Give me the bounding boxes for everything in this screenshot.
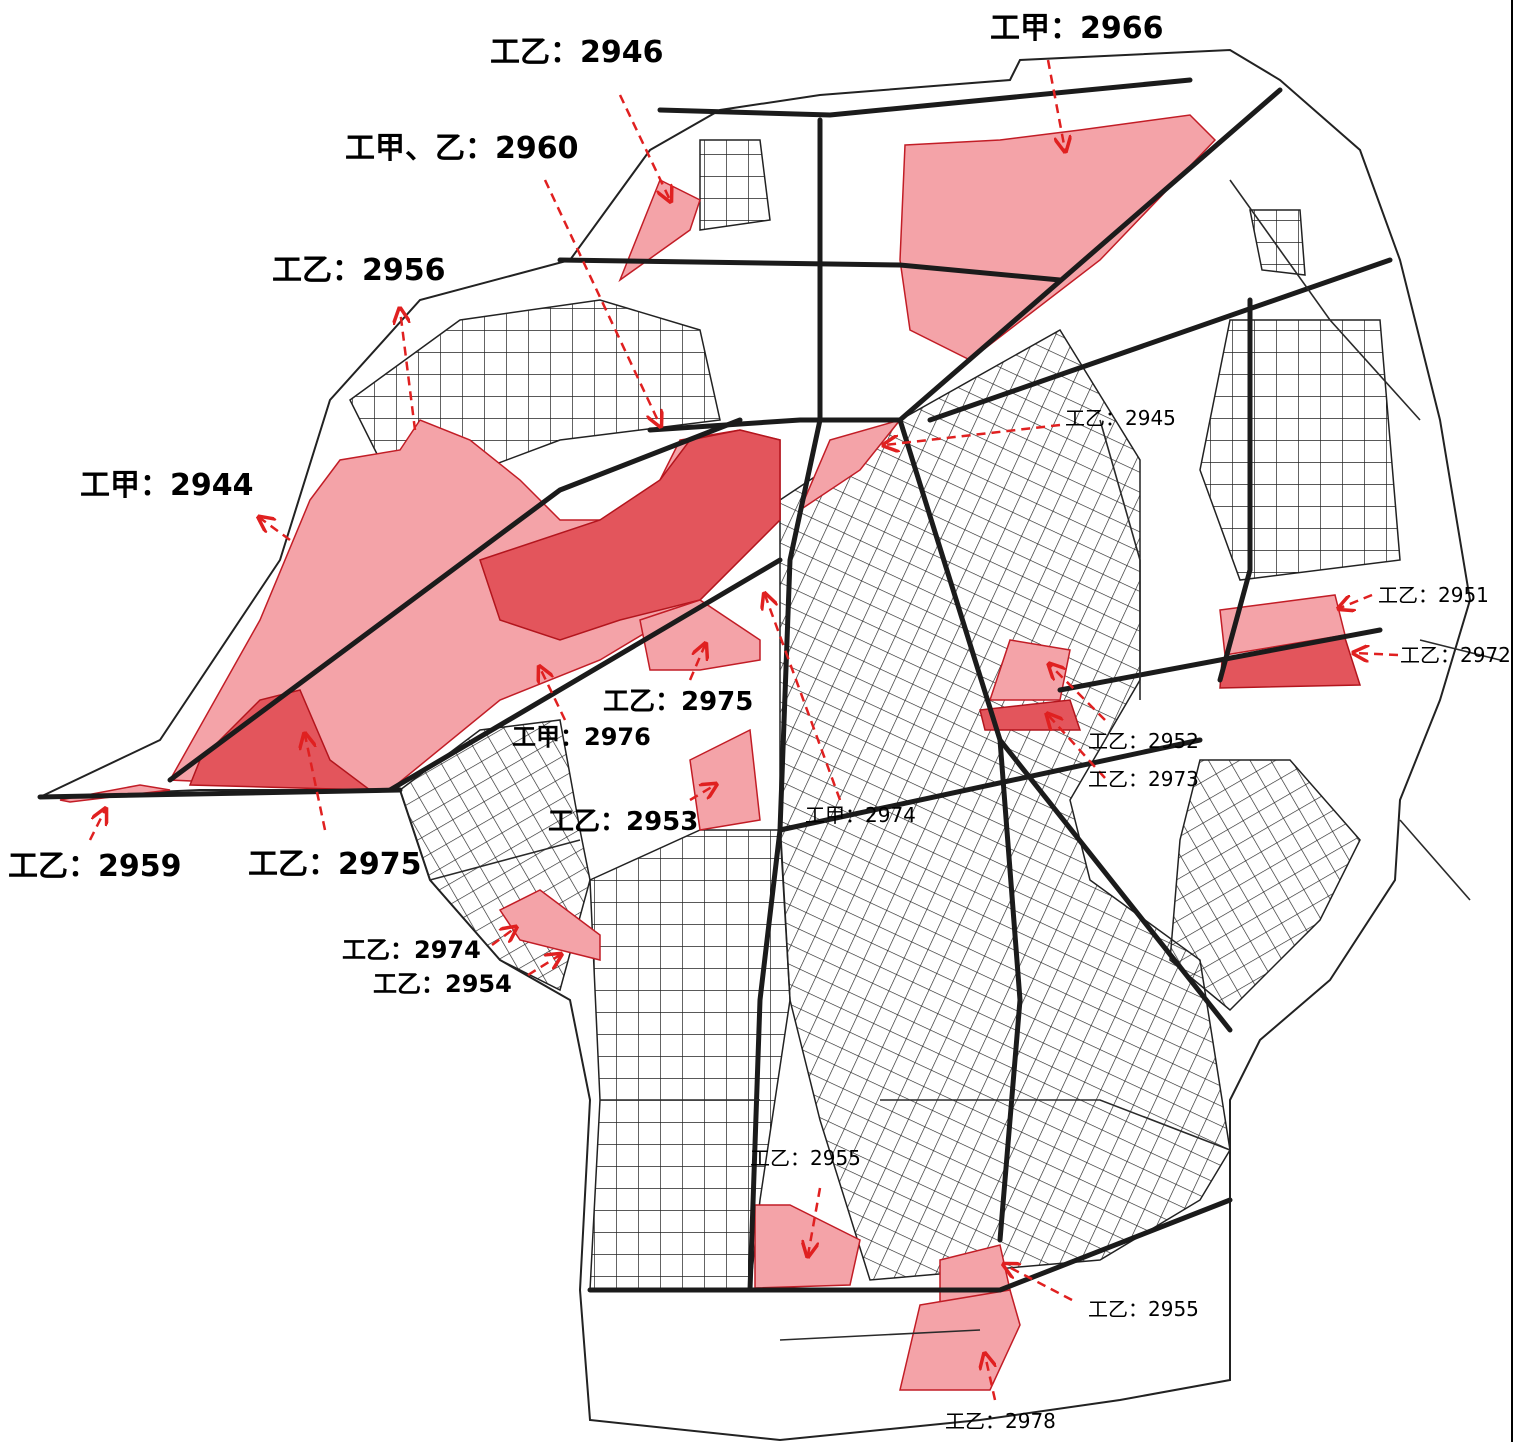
zone-2946[interactable] bbox=[618, 178, 701, 283]
urban-grid-east-south bbox=[1169, 759, 1361, 1012]
label-2953: 工乙：2953 bbox=[548, 807, 698, 837]
label-2946: 工乙：2946 bbox=[490, 35, 664, 70]
label-2966: 工甲：2966 bbox=[990, 11, 1164, 46]
zone-labels: 工甲：2966 工乙：2946 工甲、乙：2960 工乙：2956 工甲：294… bbox=[8, 11, 1511, 1433]
label-2956: 工乙：2956 bbox=[272, 253, 446, 288]
label-2945: 工乙：2945 bbox=[1065, 406, 1176, 430]
minor-roads bbox=[429, 179, 1501, 1341]
zone-2975[interactable] bbox=[639, 599, 761, 671]
label-2975-west: 工乙：2975 bbox=[248, 847, 422, 882]
urban-grid-east bbox=[1199, 319, 1401, 581]
urban-grid-north2 bbox=[699, 139, 771, 231]
label-2974-west: 工乙：2974 bbox=[342, 936, 481, 964]
leader-lines bbox=[88, 59, 1399, 1401]
label-2974-center: 工甲：2974 bbox=[805, 803, 916, 827]
major-roads bbox=[37, 77, 1393, 1293]
label-2975-center: 工乙：2975 bbox=[603, 687, 753, 717]
zone-2975-west[interactable] bbox=[188, 689, 373, 791]
label-2944: 工甲：2944 bbox=[80, 468, 254, 503]
zone-2966[interactable] bbox=[899, 114, 1217, 361]
label-2959: 工乙：2959 bbox=[8, 849, 182, 884]
zone-2952[interactable] bbox=[988, 639, 1071, 701]
urban-grid-south bbox=[589, 829, 791, 1291]
label-2976: 工甲：2976 bbox=[512, 723, 651, 751]
label-2978: 工乙：2978 bbox=[945, 1409, 1056, 1433]
label-2951: 工乙：2951 bbox=[1378, 583, 1489, 607]
label-2960: 工甲、乙：2960 bbox=[345, 131, 579, 166]
label-2955-south: 工乙：2955 bbox=[750, 1146, 861, 1170]
label-2972: 工乙：2972 bbox=[1400, 643, 1511, 667]
label-2952: 工乙：2952 bbox=[1088, 729, 1199, 753]
zone-2976[interactable] bbox=[479, 429, 781, 641]
label-2973: 工乙：2973 bbox=[1088, 767, 1199, 791]
label-2954: 工乙：2954 bbox=[373, 970, 512, 998]
zone-2953[interactable] bbox=[689, 728, 761, 831]
label-2955-southeast: 工乙：2955 bbox=[1088, 1297, 1199, 1321]
